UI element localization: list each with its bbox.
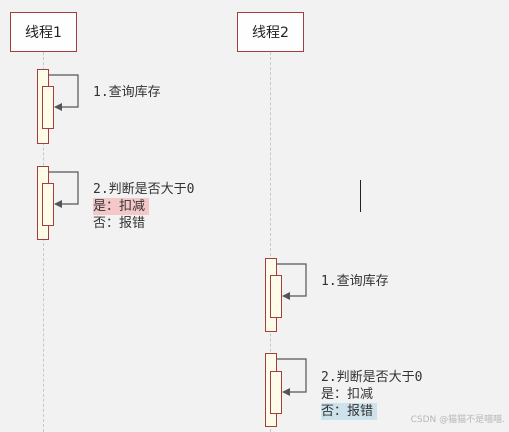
- activation-thread-2-judge-inner: [270, 371, 282, 414]
- self-call-arrow-t1-judge: [49, 171, 79, 208]
- message-t2-no: 否：报错: [321, 403, 378, 420]
- self-call-arrow-t1-query: [49, 74, 79, 111]
- lifeline-thread-2: [270, 52, 271, 432]
- message-t1-query: 1.查询库存: [93, 84, 161, 101]
- participant-thread-1: 线程1: [10, 12, 77, 52]
- activation-thread-1-query-inner: [42, 86, 54, 129]
- participant-thread-2-label: 线程2: [252, 25, 289, 41]
- self-call-arrow-t2-judge: [277, 358, 307, 396]
- message-t1-no: 否：报错: [93, 216, 146, 231]
- message-t1-judge-text: 2.判断是否大于0: [93, 182, 195, 197]
- self-call-arrow-t2-query: [277, 263, 307, 300]
- message-t1-yes: 是：扣减: [93, 198, 150, 215]
- message-t2-judge-text: 2.判断是否大于0: [321, 370, 423, 385]
- participant-thread-1-label: 线程1: [25, 25, 62, 41]
- message-t1-query-text: 1.查询库存: [93, 85, 161, 100]
- message-t2-query-text: 1.查询库存: [321, 274, 389, 289]
- activation-thread-1-judge-inner: [42, 183, 54, 226]
- participant-thread-2: 线程2: [237, 12, 304, 52]
- lifeline-thread-1: [43, 52, 44, 432]
- message-t2-judge: 2.判断是否大于0 是：扣减 否：报错: [321, 369, 422, 420]
- watermark: CSDN @猫猫不是喵喵.: [410, 415, 505, 425]
- message-t2-query: 1.查询库存: [321, 273, 389, 290]
- text-cursor: [360, 180, 361, 212]
- message-t2-yes: 是：扣减: [321, 387, 374, 402]
- message-t1-judge: 2.判断是否大于0 是：扣减 否：报错: [93, 181, 194, 232]
- activation-thread-2-query-inner: [270, 275, 282, 318]
